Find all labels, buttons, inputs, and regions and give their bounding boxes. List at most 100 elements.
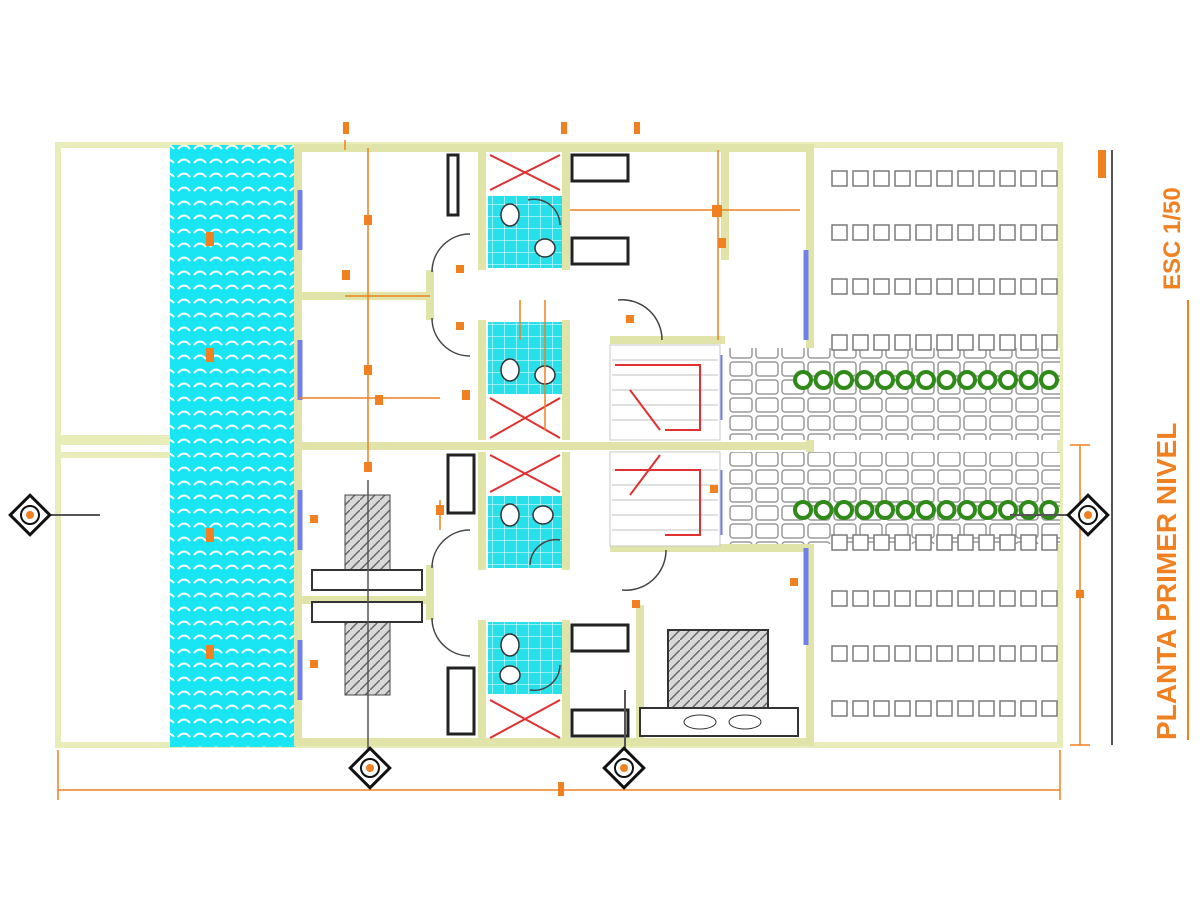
- hedge-bush-icon: [916, 370, 936, 390]
- parking-bay: [915, 645, 932, 662]
- hedge-bush-icon: [936, 370, 957, 390]
- parking-bay: [831, 278, 848, 295]
- parking-bay: [1041, 645, 1058, 662]
- paving-top: [728, 348, 1060, 440]
- parking-bay: [894, 590, 911, 607]
- hedge-bush-icon: [875, 370, 895, 390]
- hedge-bush-icon: [834, 370, 854, 390]
- parking-rows: [831, 170, 1058, 717]
- bathroom-3: [488, 496, 562, 568]
- sink-icon: [534, 238, 556, 258]
- parking-bay: [999, 278, 1016, 295]
- parking-bay: [1020, 700, 1037, 717]
- parking-bay: [957, 534, 974, 551]
- parking-bay: [978, 645, 995, 662]
- parking-bay: [894, 645, 911, 662]
- parking-bay: [852, 534, 869, 551]
- drawing-title: PLANTA PRIMER NIVEL: [1151, 423, 1182, 740]
- parking-bay: [1041, 224, 1058, 241]
- bathrooms: [488, 196, 562, 694]
- parking-bay: [1020, 170, 1037, 187]
- parking-bay: [873, 170, 890, 187]
- door-swing-icon: [431, 198, 667, 692]
- parking-bay: [936, 645, 953, 662]
- toilet-icon: [500, 358, 520, 382]
- parking-bay: [978, 590, 995, 607]
- section-axis-lines: [45, 150, 1113, 755]
- parking-bay: [873, 700, 890, 717]
- hedge-bush-icon: [854, 500, 875, 520]
- hedge-bush-icon: [998, 370, 1018, 390]
- parking-bay: [1020, 278, 1037, 295]
- bed-icon: [639, 629, 799, 737]
- section-marker-icon: [348, 746, 392, 790]
- section-marker-icon: [602, 746, 646, 790]
- closets: [489, 154, 561, 739]
- parking-bay: [894, 334, 911, 351]
- hedge-bush-icon: [895, 500, 916, 520]
- parking-bay: [999, 700, 1016, 717]
- parking-bay: [1020, 534, 1037, 551]
- hedge-bush-icon: [957, 500, 977, 520]
- bathroom-1: [488, 196, 562, 268]
- parking-bay: [999, 224, 1016, 241]
- parking-bay: [831, 645, 848, 662]
- parking-bay: [957, 700, 974, 717]
- staircase-icon: [609, 344, 721, 547]
- drawing-scale: ESC 1/50: [1159, 187, 1186, 290]
- parking-bay: [1020, 224, 1037, 241]
- parking-bay: [915, 334, 932, 351]
- parking-bay: [978, 334, 995, 351]
- hedge-bush-icon: [936, 500, 957, 520]
- parking-bay: [957, 278, 974, 295]
- dining-furniture: [311, 480, 423, 760]
- parking-bay: [999, 590, 1016, 607]
- sink-icon: [499, 665, 521, 685]
- parking-bay: [978, 700, 995, 717]
- hedge-bush-icon: [916, 500, 936, 520]
- hedge-row: [793, 370, 1059, 520]
- parking-bay: [936, 700, 953, 717]
- parking-bay: [1020, 590, 1037, 607]
- parking-bay: [852, 645, 869, 662]
- parking-bay: [957, 170, 974, 187]
- parking-bay: [978, 534, 995, 551]
- parking-bay: [978, 170, 995, 187]
- dimension-ticks: [206, 122, 1106, 796]
- hedge-bush-icon: [813, 500, 834, 520]
- parking-bay: [936, 170, 953, 187]
- parking-bay: [831, 224, 848, 241]
- parking-bay: [852, 170, 869, 187]
- parking-bay: [915, 534, 932, 551]
- section-marker-icon: [8, 493, 52, 537]
- parking-bay: [936, 590, 953, 607]
- parking-bay: [957, 334, 974, 351]
- parking-bay: [915, 590, 932, 607]
- parking-bay: [873, 590, 890, 607]
- hedge-bush-icon: [895, 370, 916, 390]
- parking-bay: [873, 224, 890, 241]
- hedge-bush-icon: [813, 370, 834, 390]
- parking-bay: [957, 224, 974, 241]
- parking-bay: [915, 700, 932, 717]
- hedge-bush-icon: [977, 500, 998, 520]
- parking-bay: [999, 534, 1016, 551]
- hedge-bush-icon: [875, 500, 895, 520]
- parking-bay: [894, 224, 911, 241]
- paving-bottom: [728, 452, 1060, 544]
- hedge-bush-icon: [977, 370, 998, 390]
- bathroom-4: [488, 622, 562, 694]
- section-marker-icon: [1066, 493, 1110, 537]
- parking-bay: [1020, 645, 1037, 662]
- hedge-bush-icon: [793, 370, 813, 390]
- parking-bay: [852, 224, 869, 241]
- parking-bay: [894, 534, 911, 551]
- parking-bay: [936, 278, 953, 295]
- parking-bay: [999, 645, 1016, 662]
- sink-icon: [532, 505, 554, 525]
- hedge-bush-icon: [957, 370, 977, 390]
- parking-bay: [852, 334, 869, 351]
- parking-bay: [915, 224, 932, 241]
- parking-bay: [957, 645, 974, 662]
